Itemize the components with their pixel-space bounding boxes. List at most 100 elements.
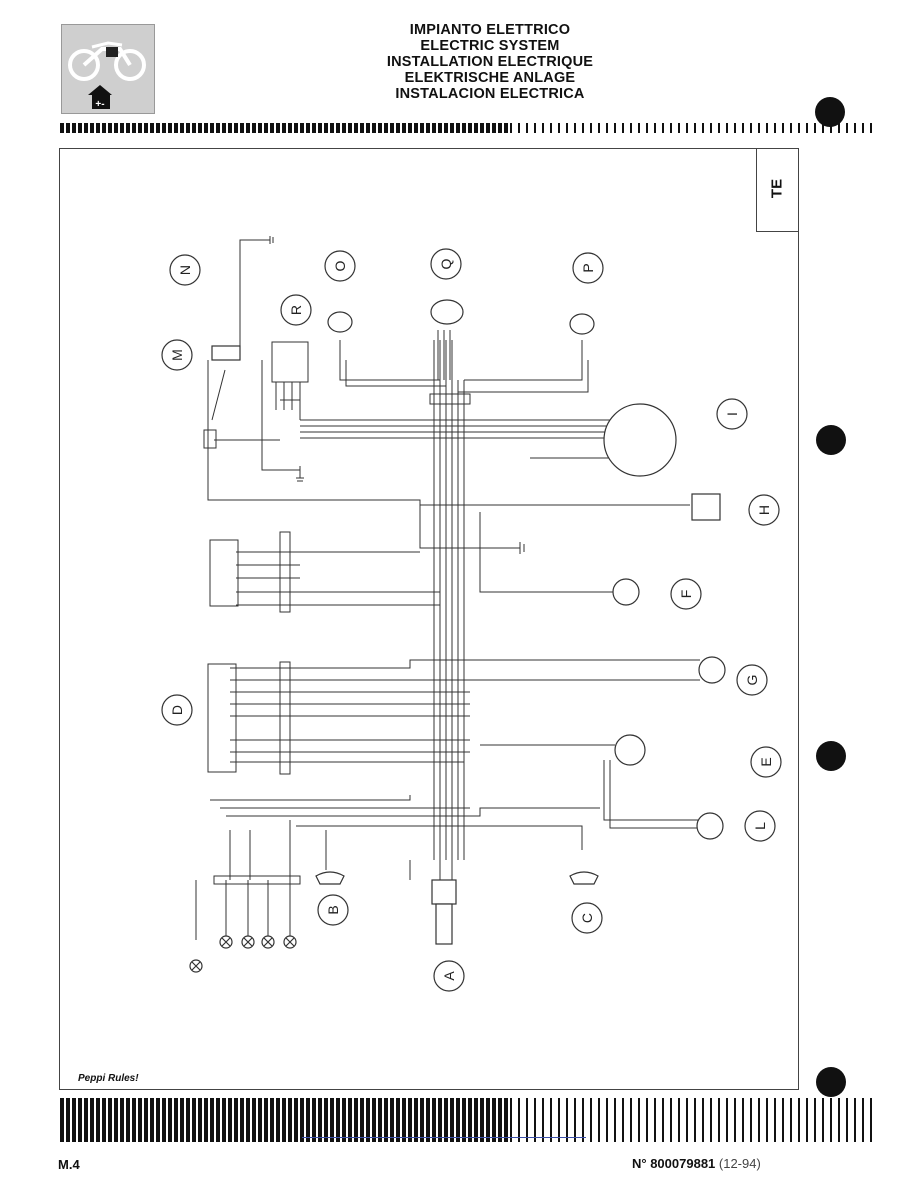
barcode-bar	[222, 1098, 226, 1142]
barcode-bar	[630, 123, 632, 133]
barcode-bar	[342, 123, 346, 133]
barcode-bar	[774, 123, 776, 133]
barcode-bar	[462, 123, 466, 133]
barcode-bar	[486, 123, 490, 133]
barcode-bar	[372, 123, 376, 133]
barcode-bar	[462, 1098, 466, 1142]
barcode-bar	[366, 1098, 370, 1142]
barcode-bar	[782, 1098, 784, 1142]
barcode-bar	[474, 1098, 478, 1142]
barcode-bar	[162, 123, 166, 133]
barcode-bar	[294, 123, 298, 133]
barcode-bar	[510, 1098, 512, 1142]
barcode-bar	[710, 123, 712, 133]
barcode-bar	[120, 123, 124, 133]
barcode-bar	[174, 123, 178, 133]
barcode-bar	[534, 123, 536, 133]
barcode-bar	[66, 123, 70, 133]
barcode-bar	[630, 1098, 632, 1142]
label-r: R	[288, 305, 304, 315]
barcode-bar	[126, 123, 130, 133]
te-tab	[756, 148, 798, 232]
barcode-bar	[622, 123, 624, 133]
barcode-bar	[742, 123, 744, 133]
label-circle-a	[433, 960, 465, 992]
barcode-bar	[526, 123, 528, 133]
barcode-bar	[734, 123, 736, 133]
barcode-bar	[492, 123, 496, 133]
barcode-bar	[518, 1098, 520, 1142]
label-circle-h	[748, 494, 780, 526]
barcode-bar	[750, 1098, 752, 1142]
barcode-bar	[590, 1098, 592, 1142]
title-fr: INSTALLATION ELECTRIQUE	[386, 54, 594, 70]
title-de: ELEKTRISCHE ANLAGE	[404, 70, 576, 86]
barcode-bar	[408, 1098, 412, 1142]
label-circle-b	[317, 894, 349, 926]
barcode-bar	[734, 1098, 736, 1142]
barcode-bar	[168, 123, 172, 133]
barcode-bar	[854, 1098, 856, 1142]
barcode-bar	[366, 123, 370, 133]
bottom-barcode-strip	[60, 1098, 872, 1142]
barcode-bar	[662, 123, 664, 133]
barcode-bar	[606, 1098, 608, 1142]
document-number: N° 800079881 (12-94)	[632, 1156, 761, 1171]
barcode-bar	[498, 1098, 502, 1142]
barcode-bar	[240, 123, 244, 133]
barcode-bar	[574, 1098, 576, 1142]
barcode-bar	[156, 123, 160, 133]
barcode-bar	[638, 123, 640, 133]
barcode-bar	[390, 1098, 394, 1142]
barcode-bar	[210, 123, 214, 133]
barcode-bar	[300, 1098, 304, 1142]
title-es: INSTALACION ELECTRICA	[395, 86, 585, 102]
barcode-bar	[258, 1098, 262, 1142]
label-circle-q	[430, 248, 462, 280]
label-l: L	[752, 822, 768, 830]
barcode-bar	[324, 1098, 328, 1142]
barcode-bar	[210, 1098, 214, 1142]
barcode-bar	[96, 123, 100, 133]
barcode-bar	[276, 1098, 280, 1142]
barcode-bar	[66, 1098, 70, 1142]
barcode-bar	[468, 123, 472, 133]
barcode-bar	[726, 1098, 728, 1142]
barcode-bar	[318, 123, 322, 133]
barcode-bar	[192, 1098, 196, 1142]
barcode-bar	[108, 123, 112, 133]
label-circle-o	[324, 250, 356, 282]
barcode-bar	[438, 1098, 442, 1142]
label-circle-r	[280, 294, 312, 326]
barcode-bar	[126, 1098, 130, 1142]
barcode-bar	[78, 123, 82, 133]
label-d: D	[169, 705, 185, 715]
barcode-bar	[598, 123, 600, 133]
barcode-bar	[678, 1098, 680, 1142]
wiring-diagram: A B C D E F G H I L M N O P Q R	[161, 236, 782, 992]
motorcycle-electric-icon: +-	[68, 41, 146, 110]
barcode-bar	[550, 1098, 552, 1142]
barcode-bar	[144, 1098, 148, 1142]
barcode-bar	[348, 123, 352, 133]
barcode-bar	[550, 123, 552, 133]
barcode-bar	[670, 1098, 672, 1142]
barcode-bar	[276, 123, 280, 133]
barcode-bar	[390, 123, 394, 133]
barcode-bar	[228, 1098, 232, 1142]
barcode-bar	[132, 123, 136, 133]
barcode-bar	[846, 123, 848, 133]
barcode-bar	[432, 123, 436, 133]
barcode-bar	[138, 123, 142, 133]
doc-prefix: N°	[632, 1156, 651, 1171]
barcode-bar	[638, 1098, 640, 1142]
barcode-bar	[870, 1098, 872, 1142]
barcode-bar	[838, 1098, 840, 1142]
barcode-bar	[646, 1098, 648, 1142]
barcode-bar	[426, 123, 430, 133]
barcode-bar	[702, 123, 704, 133]
page-titles: IMPIANTO ELETTRICO ELECTRIC SYSTEM INSTA…	[330, 22, 650, 102]
label-circle-i	[716, 398, 748, 430]
barcode-bar	[192, 123, 196, 133]
barcode-bar	[504, 1098, 508, 1142]
